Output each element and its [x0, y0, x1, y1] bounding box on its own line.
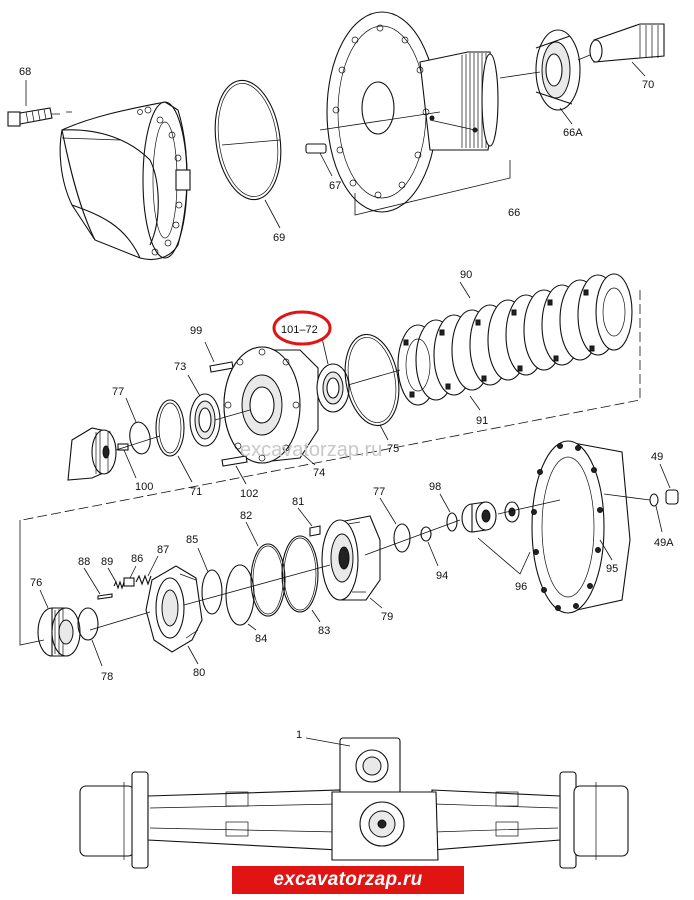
callout-98: 98 — [429, 481, 441, 493]
o-ring-69 — [214, 79, 282, 229]
brand-banner[interactable]: excavatorzap.ru — [232, 866, 464, 894]
callout-77-lower: 77 — [373, 486, 385, 498]
brake-piston-80 — [145, 565, 203, 665]
callout-79: 79 — [381, 611, 393, 623]
callout-70: 70 — [642, 79, 654, 91]
snap-ring-77a — [125, 397, 151, 455]
pin-81 — [297, 507, 321, 537]
disc-pack-90-91 — [397, 273, 633, 411]
bolt-102 — [221, 455, 248, 485]
callout-83: 83 — [318, 625, 330, 637]
callout-84: 84 — [255, 633, 267, 645]
spring-89 — [107, 567, 125, 590]
callout-87: 87 — [157, 544, 169, 556]
callout-66: 66 — [508, 207, 520, 219]
callout-85: 85 — [186, 534, 198, 546]
sun-gear-shaft — [67, 427, 117, 481]
ring-71 — [155, 399, 193, 483]
bolt-68 — [7, 80, 72, 127]
washer-94 — [420, 526, 439, 567]
o-ring-83 — [281, 535, 321, 623]
stud-67 — [305, 143, 333, 177]
bearing-cup-73 — [187, 374, 221, 447]
callout-71: 71 — [190, 486, 202, 498]
wheel-hub-66 — [326, 11, 511, 216]
callout-88: 88 — [78, 556, 90, 568]
o-ring-49a — [649, 493, 663, 533]
watermark-text: excavatorzap.ru — [240, 439, 382, 461]
o-ring-85 — [197, 547, 223, 615]
spring-87 — [135, 555, 159, 586]
callout-75: 75 — [387, 443, 399, 455]
planetary-carrier-79 — [321, 515, 383, 609]
callout-80: 80 — [193, 667, 205, 679]
callout-73: 73 — [174, 361, 186, 373]
callout-67: 67 — [329, 180, 341, 192]
callout-49a: 49A — [654, 537, 674, 549]
callout-86: 86 — [131, 553, 143, 565]
axle-shaft-70 — [589, 23, 665, 77]
axle-assembly-1 — [79, 737, 629, 869]
callout-90: 90 — [460, 269, 472, 281]
callout-95: 95 — [606, 563, 618, 575]
callout-82: 82 — [240, 510, 252, 522]
seal-101-72 — [316, 337, 350, 413]
callout-66a: 66A — [563, 127, 583, 139]
hub-carrier-74 — [223, 346, 319, 466]
bearing-66a — [535, 29, 581, 125]
bearing-76 — [37, 589, 81, 657]
planet-gear-set-96 — [461, 501, 531, 575]
callout-77-upper: 77 — [112, 386, 124, 398]
o-ring-82 — [245, 521, 286, 617]
callout-102: 102 — [240, 488, 258, 500]
callout-99: 99 — [190, 325, 202, 337]
callout-96: 96 — [515, 581, 527, 593]
callout-101-72: 101–72 — [281, 324, 318, 336]
washer-98 — [439, 493, 458, 532]
callout-94: 94 — [436, 570, 448, 582]
callout-69: 69 — [273, 232, 285, 244]
axle-housing-flange — [59, 101, 191, 261]
highlight-ring — [272, 310, 332, 346]
pin-100 — [117, 443, 137, 479]
o-ring-75 — [344, 333, 400, 441]
plug-49 — [659, 463, 679, 505]
o-ring-84 — [225, 564, 257, 631]
callout-1: 1 — [296, 729, 302, 741]
ring-gear-95 — [531, 440, 631, 614]
callout-81: 81 — [292, 496, 304, 508]
screw-99 — [204, 341, 234, 373]
callout-74: 74 — [313, 467, 325, 479]
pin-88 — [83, 567, 113, 600]
callout-100: 100 — [135, 481, 153, 493]
callout-78: 78 — [101, 671, 113, 683]
callout-76: 76 — [30, 577, 42, 589]
callout-68: 68 — [19, 66, 31, 78]
plug-86 — [123, 565, 137, 587]
callout-91: 91 — [476, 415, 488, 427]
callout-89: 89 — [101, 556, 113, 568]
snap-ring-78 — [77, 607, 103, 667]
callout-49: 49 — [651, 451, 663, 463]
